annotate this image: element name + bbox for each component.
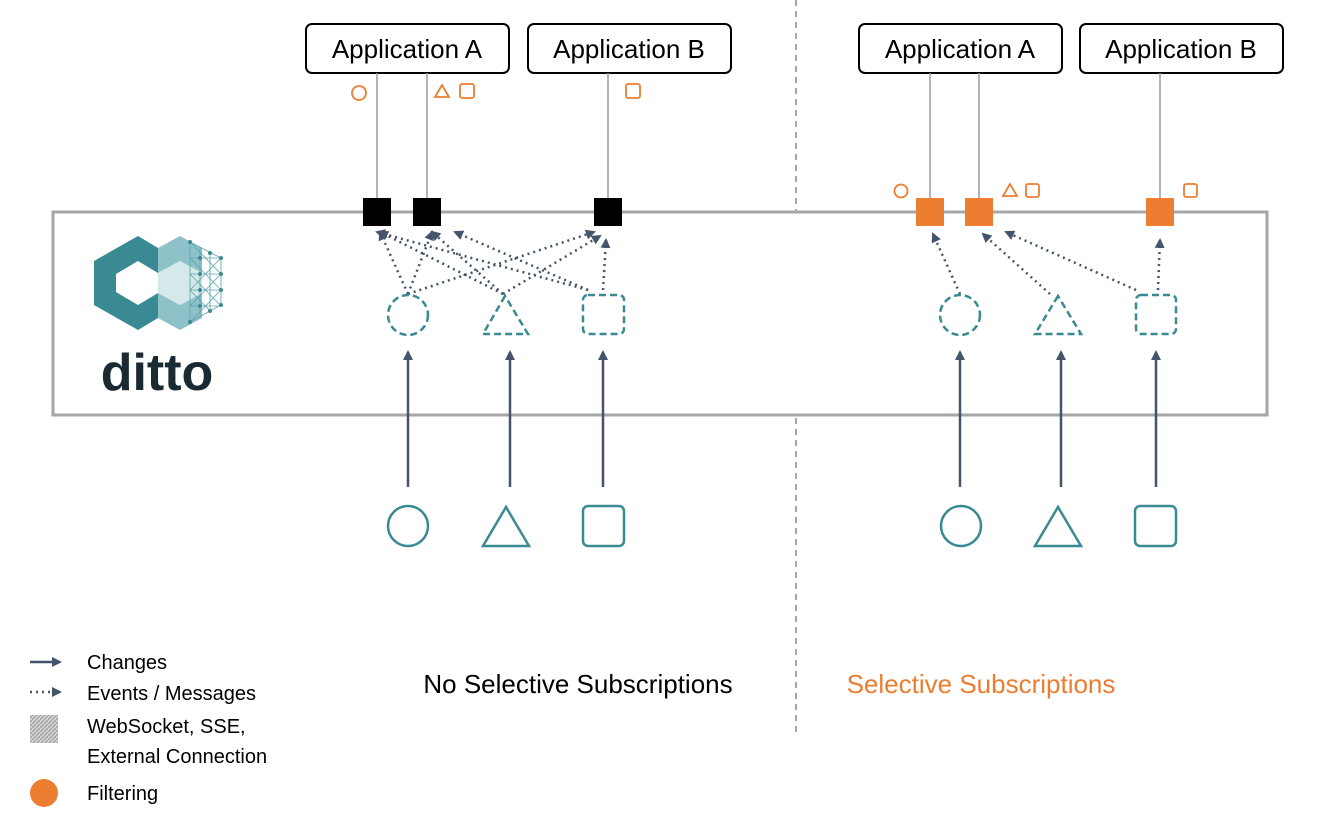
- ditto-logo-text: ditto: [101, 344, 214, 402]
- left-thing-triangle-icon: [480, 504, 532, 548]
- right-event-arrow: [1154, 238, 1165, 291]
- legend-websocket-swatch-icon: [30, 715, 58, 743]
- right-platform-square-icon: [1134, 293, 1178, 336]
- left-event-arrow: [600, 238, 611, 291]
- left-platform-triangle-icon: [480, 293, 531, 336]
- right-app-b-label: Application B: [1105, 34, 1257, 64]
- left-platform-square-icon: [581, 293, 626, 336]
- left-event-arrow: [406, 230, 434, 295]
- legend-filtering-dot-icon: [30, 779, 58, 807]
- right-endpoint-a2: [965, 198, 993, 226]
- left-endpoint-a2: [413, 198, 441, 226]
- left-app-b-box: Application B: [527, 23, 732, 74]
- legend-websocket-label-1: WebSocket, SSE,: [87, 716, 246, 738]
- left-event-arrows: [375, 229, 611, 296]
- right-endpoint-b: [1146, 198, 1174, 226]
- left-event-arrow: [502, 234, 602, 296]
- left-sub-square-icon-b: [625, 83, 641, 99]
- right-platform-triangle-icon: [1032, 293, 1084, 336]
- right-filter-square-icon-b: [1183, 183, 1198, 198]
- left-event-arrow: [378, 230, 504, 296]
- legend-events-label: Events / Messages: [87, 683, 256, 705]
- left-panel: Application A Application B: [305, 23, 733, 699]
- left-event-arrow: [430, 230, 504, 295]
- left-sub-triangle-icon: [433, 83, 451, 98]
- left-thing-circle-icon: [386, 504, 430, 548]
- ditto-logo: ditto: [94, 236, 223, 402]
- right-endpoint-a1: [916, 198, 944, 226]
- right-filter-circle-icon: [893, 183, 909, 199]
- left-sub-circle-icon: [351, 85, 367, 101]
- left-app-a-label: Application A: [332, 34, 483, 64]
- right-filter-square-icon: [1025, 183, 1040, 198]
- left-endpoint-b: [594, 198, 622, 226]
- ditto-logo-mark-icon: [94, 236, 223, 330]
- right-panel: Application A Application B Se: [847, 23, 1284, 699]
- legend: Changes Events / Messages WebSocket, SSE…: [30, 652, 267, 807]
- right-thing-square-icon: [1133, 504, 1178, 548]
- right-panel-caption: Selective Subscriptions: [847, 669, 1116, 699]
- legend-changes-label: Changes: [87, 652, 167, 674]
- left-event-arrow: [407, 229, 596, 296]
- right-filter-triangle-icon: [1001, 182, 1019, 197]
- right-platform-circle-icon: [938, 293, 982, 337]
- ditto-platform-box: [51, 210, 1269, 417]
- left-event-arrow: [453, 230, 589, 292]
- left-app-a-box: Application A: [305, 23, 510, 74]
- right-app-a-box: Application A: [858, 23, 1063, 74]
- right-app-b-box: Application B: [1079, 23, 1284, 74]
- right-event-arrow: [931, 232, 962, 295]
- left-app-b-label: Application B: [553, 34, 705, 64]
- legend-websocket-label-2: External Connection: [87, 746, 267, 768]
- left-sub-square-icon: [459, 83, 475, 99]
- right-thing-circle-icon: [939, 504, 983, 548]
- left-panel-caption: No Selective Subscriptions: [423, 669, 732, 699]
- left-thing-square-icon: [581, 504, 626, 548]
- right-thing-triangle-icon: [1032, 504, 1084, 548]
- left-endpoint-a1: [363, 198, 391, 226]
- left-event-arrow: [375, 229, 589, 292]
- right-app-a-label: Application A: [885, 34, 1036, 64]
- left-platform-circle-icon: [386, 293, 430, 337]
- legend-filtering-label: Filtering: [87, 783, 158, 805]
